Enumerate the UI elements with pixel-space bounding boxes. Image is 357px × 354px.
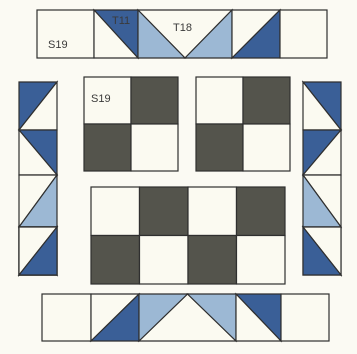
checkerboard-cell-cream (91, 187, 140, 236)
checkerboard-cell-cream (140, 236, 189, 285)
checkerboard-cell-cream (237, 236, 286, 285)
four-patch-left-dark-bl (84, 124, 131, 171)
checkerboard-cell-dark (91, 236, 140, 285)
four-patch-right-dark-tr (243, 77, 290, 124)
four-patch-left-cream-br (131, 124, 178, 171)
four-patch-right-cream-br (243, 124, 290, 171)
four-patch-right-cream-tl (196, 77, 243, 124)
checkerboard-cell-dark (188, 236, 237, 285)
label-t18: T18 (173, 22, 192, 34)
top-strip-square-right (280, 10, 327, 58)
checkerboard-cell-dark (140, 187, 189, 236)
bottom-strip-square-left (42, 294, 91, 341)
four-patch-right-dark-bl (196, 124, 243, 171)
checkerboard-cell-cream (188, 187, 237, 236)
four-patch-left-dark-tr (131, 77, 178, 124)
checkerboard-cell-dark (237, 187, 286, 236)
label-s19-top: S19 (48, 39, 68, 51)
bottom-strip-square-right (281, 294, 329, 341)
label-s19-block: S19 (91, 93, 111, 105)
quilt-pieces (19, 10, 341, 341)
label-t11: T11 (112, 15, 130, 27)
